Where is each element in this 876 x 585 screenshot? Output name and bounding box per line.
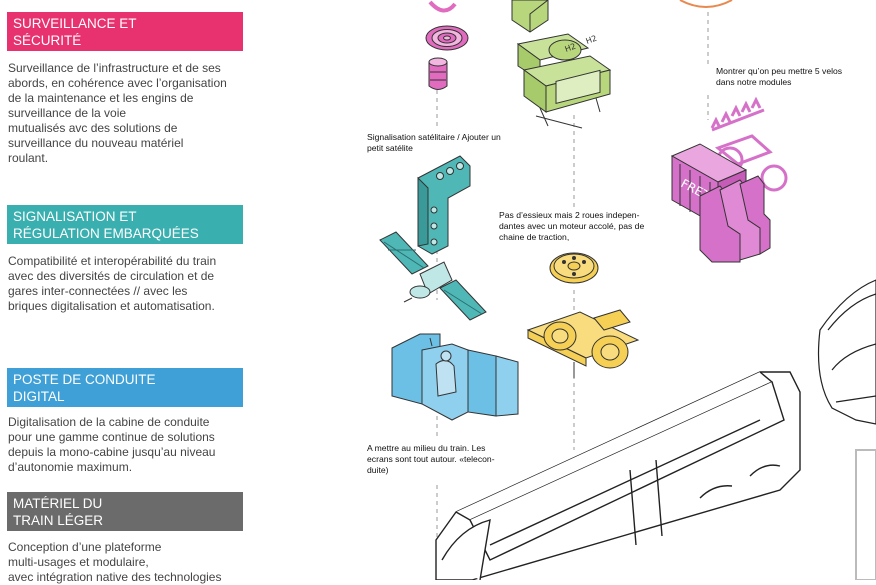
driver-cabin-icon (392, 334, 518, 420)
surveillance-target-icon (426, 2, 468, 90)
annotation-milieu-line: ecrans sont tout autour. «telecon- (367, 454, 495, 465)
orange-arc-icon (680, 0, 732, 7)
h2-label-b: H2 (585, 34, 599, 46)
hydrogen-tank-icon (512, 0, 610, 128)
bogie-icon (528, 310, 638, 378)
annotation-milieu-line: A mettre au milieu du train. Les (367, 443, 495, 454)
signal-module-icon (418, 156, 470, 254)
annotation-satellite: Signalisation satélitaire / Ajouter un p… (367, 132, 501, 154)
annotation-essieux-line: dantes avec un moteur accolé, pas de (499, 221, 644, 232)
annotation-satellite-line: petit satélite (367, 143, 501, 154)
train-side-icon (819, 280, 876, 580)
annotation-velos-line: Montrer qu’on peu mettre 5 velos (716, 66, 842, 77)
wheel-icon (550, 253, 598, 283)
annotation-essieux: Pas d’essieux mais 2 roues indepen- dant… (499, 210, 644, 243)
annotation-satellite-line: Signalisation satélitaire / Ajouter un (367, 132, 501, 143)
annotation-milieu: A mettre au milieu du train. Les ecrans … (367, 443, 495, 476)
annotation-velos-line: dans notre modules (716, 77, 842, 88)
annotation-milieu-line: duite) (367, 465, 495, 476)
annotation-essieux-line: chaine de traction, (499, 232, 644, 243)
annotation-velos: Montrer qu’on peu mettre 5 velos dans no… (716, 66, 842, 88)
annotation-essieux-line: Pas d’essieux mais 2 roues indepen- (499, 210, 644, 221)
